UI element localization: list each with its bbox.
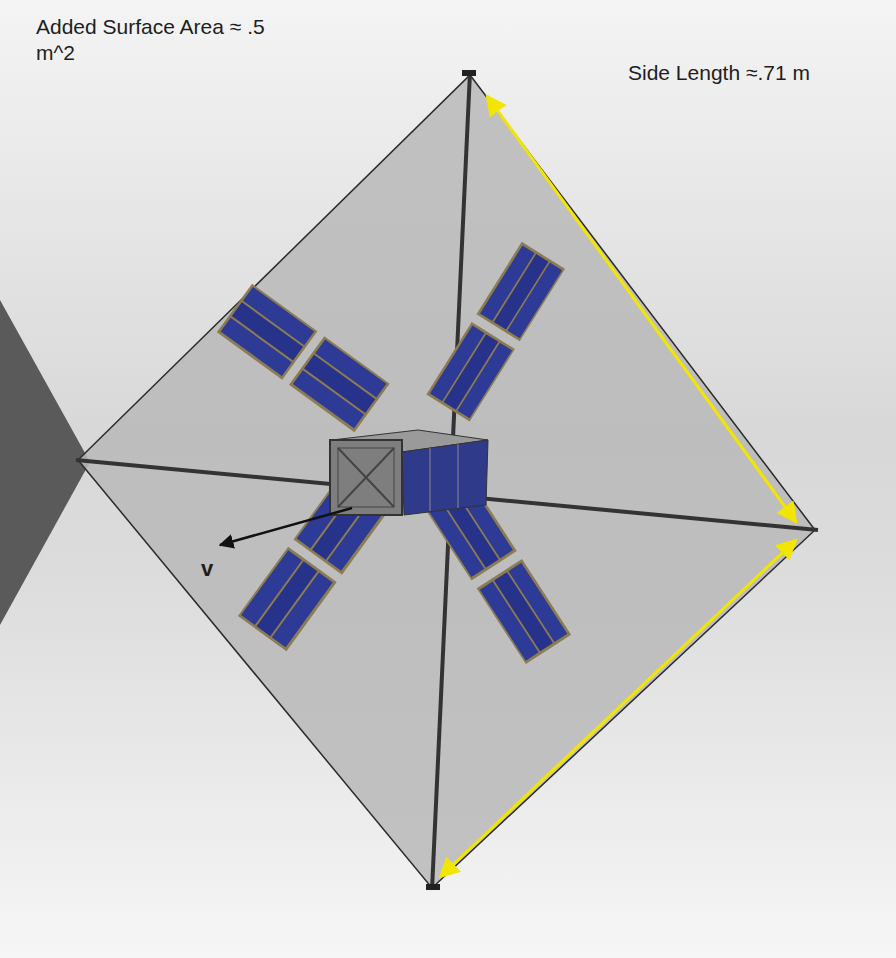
velocity-label: v [201,556,231,582]
solar-panel [217,284,390,432]
velocity-arrow [220,508,352,545]
solar-panel [426,242,565,422]
drag-sail [78,75,815,888]
cubesat-body [330,430,488,515]
shadow-wedge [0,300,90,625]
dimension-label: Side Length ≈.71 m [628,60,888,86]
area-annotation: Added Surface Area ≈ .5 m^2 [36,14,296,66]
